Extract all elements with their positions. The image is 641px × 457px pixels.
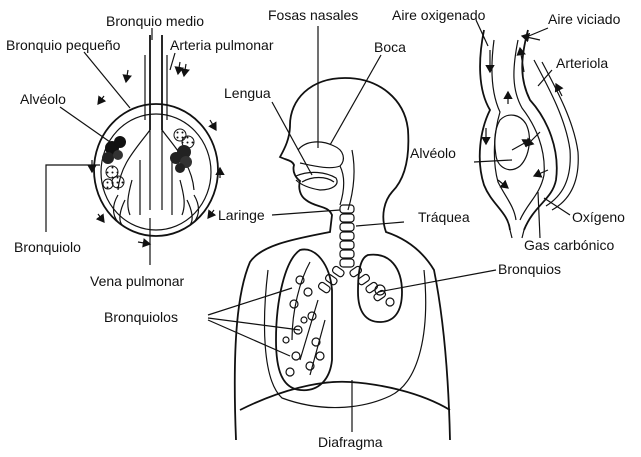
label-bronquio-pequeno: Bronquio pequeño [6,37,121,53]
label-aire-viciado: Aire viciado [548,11,621,27]
air-flow-arrows [486,36,562,188]
label-aire-oxigenado: Aire oxigenado [392,7,486,23]
alveolus-detail-illustration [474,20,578,238]
alveolus-sac [495,115,530,170]
label-bronquio-medio: Bronquio medio [106,13,204,29]
pharynx [340,150,354,210]
label-diafragma: Diafragma [318,434,383,450]
label-gas-carbonico: Gas carbónico [524,237,614,253]
label-laringe: Laringe [218,207,265,223]
mouth-cavity [296,172,337,190]
lung-lobule-illustration [46,28,220,265]
label-fosas-nasales: Fosas nasales [268,7,358,23]
left-lung [276,249,332,390]
label-oxigeno: Oxígeno [572,209,625,225]
back-outline [345,78,450,440]
diaphragm [240,382,450,410]
lobule-bronchus [150,35,162,130]
label-arteriola: Arteriola [556,55,608,71]
trachea [340,205,354,267]
label-bronquios: Bronquios [498,261,561,277]
label-bronquiolo: Bronquiolo [14,239,81,255]
tongue [302,178,334,183]
label-alveolo-left: Alvéolo [20,91,66,107]
label-traquea: Tráquea [418,209,470,225]
left-lung-texture [283,276,324,376]
alveolus-inner-wall [492,40,544,220]
label-vena-pulmonar: Vena pulmonar [90,273,185,289]
label-alveolo-right: Alvéolo [410,145,456,161]
nasal-cavity [298,142,343,168]
label-bronquiolos: Bronquiolos [104,309,178,325]
label-boca: Boca [374,39,406,55]
label-arteria-pulmonar: Arteria pulmonar [170,37,274,53]
label-lengua: Lengua [224,85,271,101]
alveolus-outer-wall [480,30,557,230]
